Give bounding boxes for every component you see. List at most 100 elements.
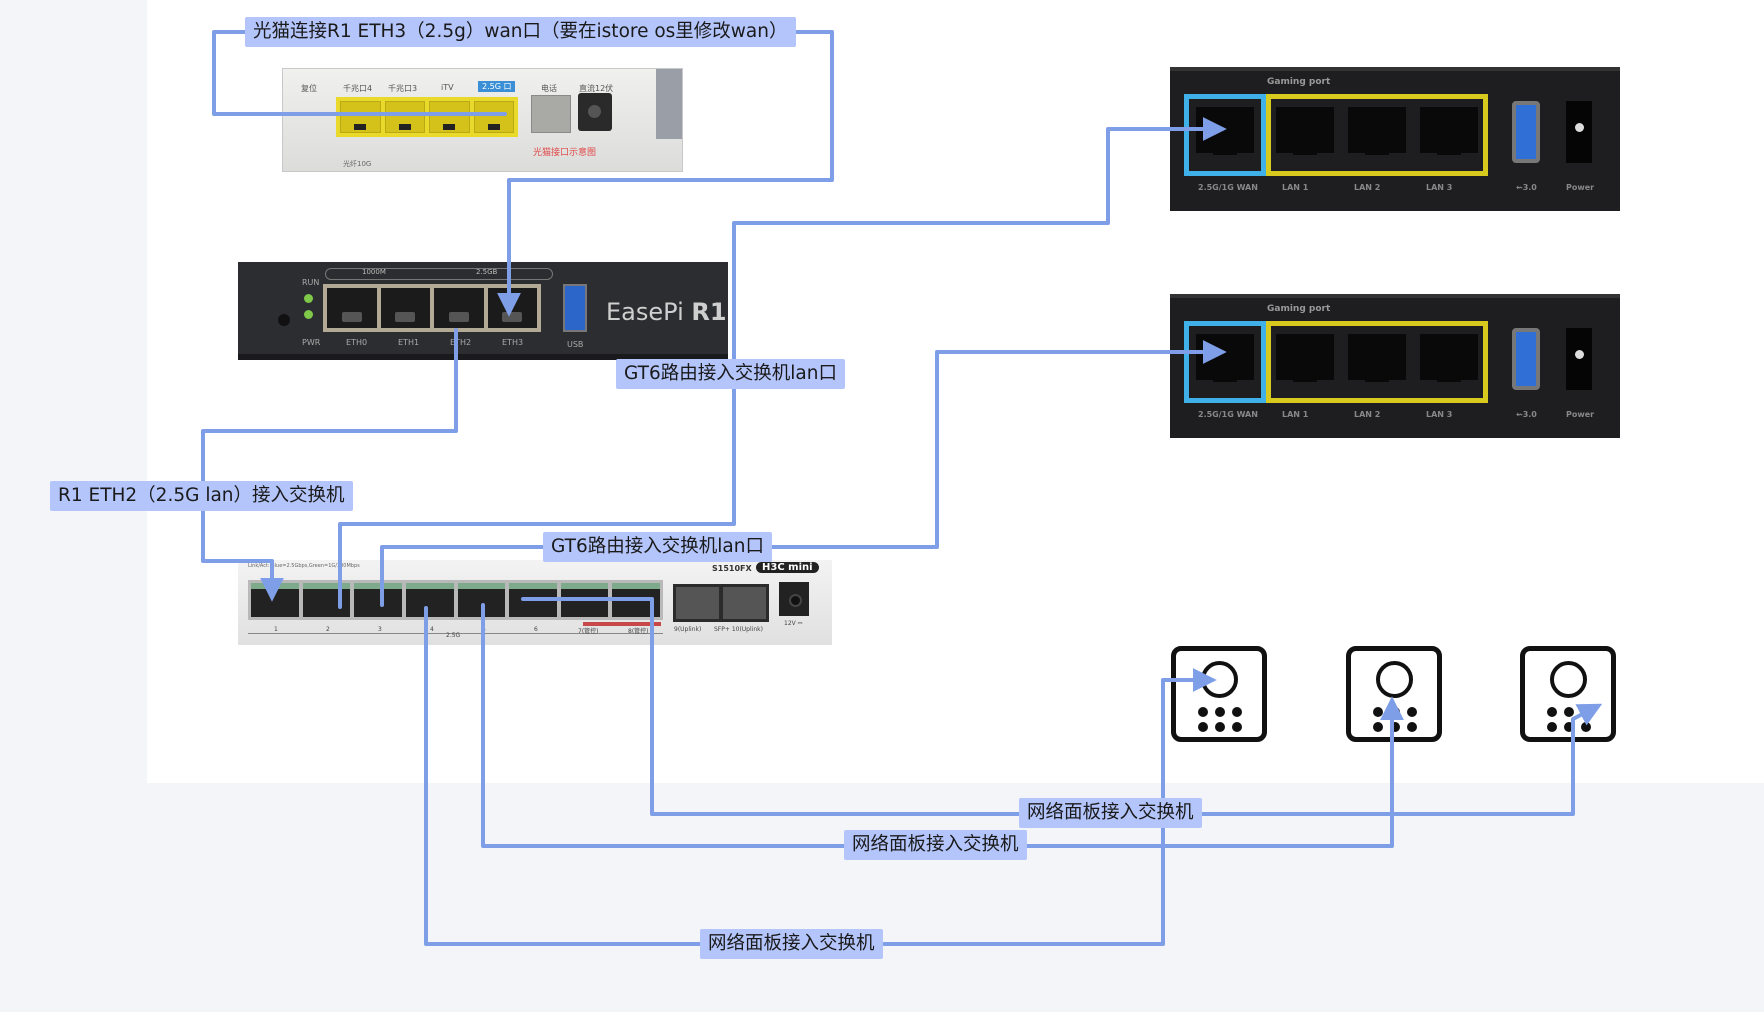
r1-model: R1 (691, 298, 727, 326)
gt6-power-button (1566, 328, 1592, 390)
switch-port-label: 4 (430, 626, 434, 633)
modem-fiber-label: 光纤10G (343, 160, 372, 168)
modem-caption: 光猫接口示意图 (533, 148, 597, 158)
h3c-switch-image: Link/Act: Blue=2.5Gbps,Green=1G/100Mbps … (238, 560, 832, 645)
switch-port-7 (560, 583, 609, 617)
gt6-port-lan2 (1348, 334, 1406, 382)
easepi-r1-image: 1000M 2.5GB RUN PWR ETH0 ETH1 ETH2 ETH3 … (238, 262, 728, 360)
network-panel-3-icon (1520, 646, 1616, 742)
gt6-port-lan1 (1276, 107, 1334, 155)
r1-port-eth0 (327, 288, 377, 328)
panel-dots (1198, 707, 1244, 732)
network-panel-1-icon (1171, 646, 1267, 742)
gt6-usb-label: ⇜3.0 (1516, 410, 1537, 419)
switch-port-label: 5 (482, 626, 486, 633)
r1-port-eth1 (380, 288, 430, 328)
gt6-usb-port (1512, 101, 1540, 163)
switch-port-label: 8(管控) (628, 628, 649, 635)
switch-sfp9-label: 9(Uplink) (674, 626, 702, 633)
modem-label-itv: iTV (441, 83, 454, 92)
panel-dots (1373, 707, 1419, 732)
label-gt6-bottom-to-switch: GT6路由接入交换机lan口 (543, 532, 772, 562)
switch-legend: Link/Act: Blue=2.5Gbps,Green=1G/100Mbps (248, 563, 360, 569)
switch-port-2 (302, 583, 351, 617)
switch-port-4 (405, 583, 454, 617)
r1-usb-port (563, 284, 587, 332)
label-modem-to-r1: 光猫连接R1 ETH3（2.5g）wan口（要在istore os里修改wan） (245, 17, 796, 47)
switch-sfp10-label: SFP+ 10(Uplink) (714, 626, 763, 633)
label-gt6-top-to-switch: GT6路由接入交换机lan口 (616, 359, 845, 389)
switch-port-5 (457, 583, 506, 617)
gt6-lan3-label: LAN 3 (1426, 183, 1453, 192)
r1-eth0-label: ETH0 (346, 338, 368, 347)
switch-sfp-10 (723, 587, 766, 619)
switch-port-label: 6 (534, 626, 538, 633)
switch-sfp-ports (673, 584, 769, 622)
r1-port-eth2 (434, 288, 484, 328)
panel-dots (1547, 707, 1593, 732)
label-panel2-to-switch: 网络面板接入交换机 (844, 830, 1027, 860)
switch-port-1 (251, 583, 299, 617)
r1-run-label: RUN (302, 278, 320, 287)
gt6-lan1-label: LAN 1 (1282, 183, 1309, 192)
panel-ring (1376, 661, 1413, 698)
modem-port (340, 101, 381, 133)
modem-label-gig3: 千兆口3 (388, 84, 418, 93)
r1-pwr-led (304, 310, 313, 319)
switch-model: S1510FX (712, 564, 752, 573)
network-panel-2-icon (1346, 646, 1442, 742)
switch-port-label: 3 (378, 626, 382, 633)
gt6-lan2-label: LAN 2 (1354, 183, 1381, 192)
switch-port-3 (354, 583, 402, 617)
gt6-lan2-label: LAN 2 (1354, 410, 1381, 419)
gt6-port-lan1 (1276, 334, 1334, 382)
label-r1-to-switch: R1 ETH2（2.5G lan）接入交换机 (50, 481, 353, 511)
r1-speed-1000m: 1000M (362, 268, 386, 276)
r1-eth1-label: ETH1 (398, 338, 420, 347)
switch-port-8 (612, 583, 660, 617)
gt6-wan-label: 2.5G/1G WAN (1198, 410, 1258, 419)
modem-yellow-ports (336, 97, 518, 137)
switch-port-label: 2 (326, 626, 330, 633)
gt6-lan3-label: LAN 3 (1426, 410, 1453, 419)
r1-port-frame (323, 284, 541, 332)
gt6-wan-label: 2.5G/1G WAN (1198, 183, 1258, 192)
r1-brand-name: EasePi (606, 298, 684, 326)
r1-speed-bar: 1000M 2.5GB (325, 268, 553, 280)
modem-label-2-5g: 2.5G 口 (478, 81, 516, 92)
switch-speed-label: 2.5G (446, 632, 461, 639)
gt6-power-label: Power (1566, 410, 1595, 419)
r1-pwr-label: PWR (302, 338, 321, 347)
gt6-gaming-port-label: Gaming port (1267, 77, 1331, 87)
switch-port-row (248, 580, 663, 620)
label-panel3-to-switch: 网络面板接入交换机 (1019, 798, 1202, 828)
r1-brand: EasePi R1 (606, 298, 727, 326)
gt6-lan-highlight (1266, 94, 1488, 176)
switch-brand: H3C mini (756, 562, 819, 573)
r1-port-eth3 (487, 288, 537, 328)
gt6-gaming-port-label: Gaming port (1267, 304, 1331, 314)
r1-speed-2-5g: 2.5GB (476, 268, 498, 276)
switch-port-label: 1 (274, 626, 278, 633)
modem-label-gig4: 千兆口4 (343, 84, 373, 93)
r1-eth3-label: ETH3 (502, 338, 524, 347)
switch-port-label: 7(管控) (578, 628, 599, 635)
gt6-port-lan2 (1348, 107, 1406, 155)
modem-port (429, 101, 470, 133)
panel-ring (1550, 661, 1587, 698)
gt6-router-bottom-image: Gaming port 2.5G/1G WAN LAN 1 LAN 2 LAN … (1170, 294, 1620, 438)
r1-usb-label: USB (567, 340, 584, 349)
gt6-port-lan3 (1420, 107, 1478, 155)
gt6-router-top-image: Gaming port 2.5G/1G WAN LAN 1 LAN 2 LAN … (1170, 67, 1620, 211)
switch-sfp-9 (676, 587, 719, 619)
gt6-port-wan (1196, 334, 1254, 382)
r1-reset-button (278, 314, 290, 326)
switch-dc-jack (779, 582, 809, 616)
optical-modem-image: 复位 千兆口4 千兆口3 iTV 2.5G 口 电话 直流12伏 光猫接口示意图… (282, 68, 683, 172)
switch-power-label: 12V ⎓ (784, 620, 803, 627)
modem-phone-port (531, 95, 571, 133)
panel-ring (1201, 661, 1238, 698)
gt6-usb-label: ⇜3.0 (1516, 183, 1537, 192)
label-panel1-to-switch: 网络面板接入交换机 (700, 929, 883, 959)
gt6-lan1-label: LAN 1 (1282, 410, 1309, 419)
